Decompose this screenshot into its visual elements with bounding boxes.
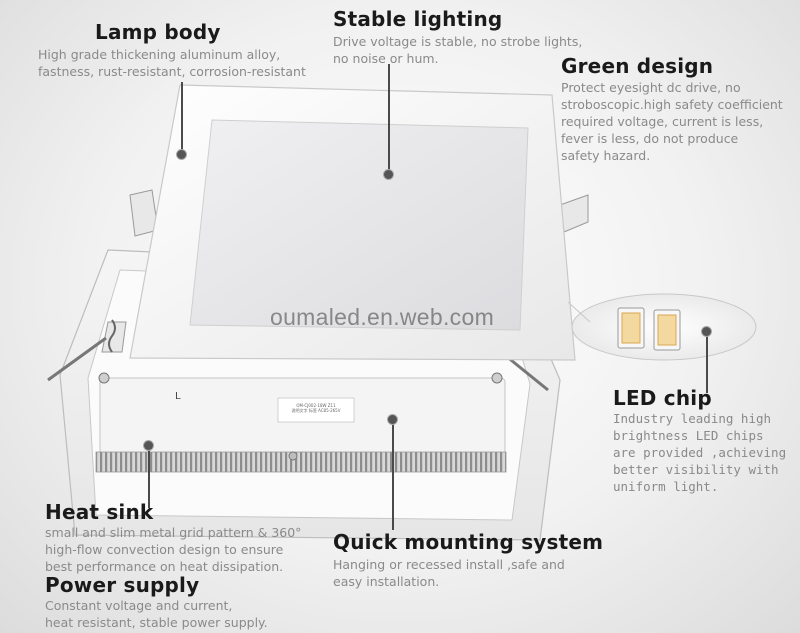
callout-quick-mounting: Quick mounting system Hanging or recesse…: [333, 530, 603, 590]
stable-lighting-desc: Drive voltage is stable, no strobe light…: [333, 34, 583, 66]
power-supply-desc: Constant voltage and current, heat resis…: [45, 598, 268, 630]
callout-lamp-body: Lamp body: [95, 20, 221, 44]
leader-heat-sink: [148, 446, 150, 508]
panel-small-mark: L: [175, 391, 181, 402]
leader-led-chip: [706, 333, 708, 393]
led-chip-desc: Industry leading high brightness LED chi…: [613, 411, 787, 494]
leader-dot-lamp-body: [177, 150, 186, 159]
heat-sink-title: Heat sink: [45, 500, 154, 524]
callout-green-design: Green design Protect eyesight dc drive, …: [561, 54, 783, 164]
led-chip-title: LED chip: [613, 386, 712, 410]
panel-sticker-text: OM-CJ002-18W Z11 说明文字 标签 AC85-265V: [291, 403, 341, 413]
callout-lamp-body-desc: High grade thickening aluminum alloy, fa…: [38, 46, 306, 80]
callout-stable-lighting: Stable lighting Drive voltage is stable,…: [333, 7, 582, 67]
spring-clips: [47, 189, 589, 392]
leader-lamp-body: [181, 82, 183, 154]
callout-heat-sink: Heat sink small and slim metal grid patt…: [45, 500, 301, 575]
callout-power-supply: Power supply Constant voltage and curren…: [45, 573, 268, 631]
led-chip-bubble: [567, 293, 757, 361]
leader-dot-stable-lighting: [384, 170, 393, 179]
green-design-title: Green design: [561, 54, 714, 78]
diffuser: [189, 119, 529, 331]
leader-dot-led-chip: [702, 327, 711, 336]
quick-mounting-title: Quick mounting system: [333, 530, 604, 554]
callout-led-chip: LED chip Industry leading high brightnes…: [613, 386, 786, 495]
watermark: oumaled.en.web.com: [270, 304, 495, 330]
leader-dot-heat-sink: [144, 441, 153, 450]
green-design-desc: Protect eyesight dc drive, no stroboscop…: [561, 80, 783, 163]
leader-stable-lighting: [388, 64, 390, 172]
leader-quick-mounting: [392, 420, 394, 530]
stable-lighting-title: Stable lighting: [333, 7, 503, 31]
lamp-body-desc: High grade thickening aluminum alloy, fa…: [38, 47, 306, 79]
power-supply-title: Power supply: [45, 573, 200, 597]
heat-sink-desc: small and slim metal grid pattern & 360°…: [45, 525, 302, 574]
leader-dot-quick-mounting: [388, 415, 397, 424]
quick-mounting-desc: Hanging or recessed install ,safe and ea…: [333, 557, 565, 589]
lamp-body-title: Lamp body: [95, 20, 221, 44]
